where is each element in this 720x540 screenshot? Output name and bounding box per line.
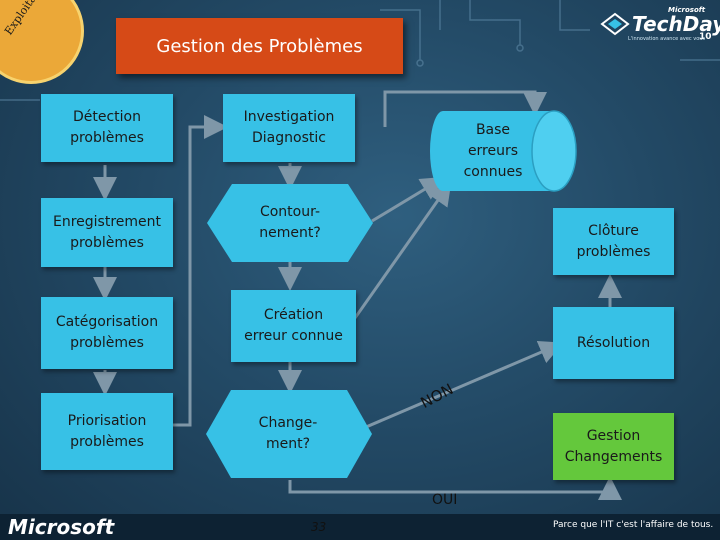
- decision-contournement-label: Contour- nement?: [259, 204, 321, 241]
- node-resolution: Résolution: [553, 307, 674, 379]
- node-enregistrement-label: Enregistrement problèmes: [52, 213, 161, 251]
- techdays-swirl-icon: [600, 12, 630, 36]
- node-base-erreurs: Base erreurs connues: [450, 113, 536, 189]
- node-priorisation-label: Priorisation problèmes: [67, 412, 147, 450]
- node-detection: Détection problèmes: [41, 94, 173, 162]
- edge-label-oui: OUI: [432, 492, 458, 508]
- page-title: Gestion des Problèmes: [116, 18, 403, 74]
- node-cloture: Clôture problèmes: [553, 208, 674, 275]
- node-base-erreurs-label: Base erreurs connues: [463, 121, 523, 180]
- decision-contournement-shape: [207, 184, 373, 262]
- arrow-changement-gestion: [288, 476, 622, 500]
- logo-name: TechDays: [632, 12, 720, 36]
- decision-changement-shape: [206, 390, 372, 478]
- node-creation-label: Création erreur connue: [244, 307, 343, 344]
- decision-contournement: Contour- nement?: [230, 190, 350, 256]
- node-priorisation: Priorisation problèmes: [41, 393, 173, 470]
- node-detection-label: Détection problèmes: [70, 109, 144, 146]
- decision-changement-label: Change- ment?: [258, 415, 318, 452]
- arrow-investigation-base: [383, 90, 547, 127]
- logo-tagline: L'innovation avance avec vous: [628, 36, 706, 42]
- logo-brand: Microsoft: [668, 6, 706, 14]
- footer-bar: [0, 514, 720, 540]
- node-gestion-changements: Gestion Changements: [553, 413, 674, 480]
- node-cloture-label: Clôture problèmes: [576, 222, 651, 260]
- node-investigation: Investigation Diagnostic: [223, 94, 355, 162]
- node-investigation-label: Investigation Diagnostic: [243, 109, 335, 146]
- footer-tagline: Parce que l'IT c'est l'affaire de tous.: [553, 520, 714, 530]
- decision-changement: Change- ment?: [228, 396, 348, 472]
- node-categorisation-label: Catégorisation problèmes: [55, 314, 159, 351]
- database-cylinder-shape: [430, 110, 577, 192]
- arrow-priorisation-investigation: [170, 115, 228, 427]
- node-gestion-changements-label: Gestion Changements: [564, 427, 663, 465]
- arrow-creation-base: [353, 181, 452, 319]
- logo-year: 10: [699, 32, 712, 42]
- node-categorisation: Catégorisation problèmes: [41, 297, 173, 369]
- microsoft-logo: Microsoft: [8, 515, 115, 539]
- node-creation: Création erreur connue: [231, 290, 356, 362]
- node-resolution-label: Résolution: [576, 334, 651, 351]
- arrow-changement-resolution: [351, 341, 564, 435]
- node-enregistrement: Enregistrement problèmes: [41, 198, 173, 267]
- techdays-logo: Microsoft TechDays 10 L'innovation avanc…: [598, 6, 720, 46]
- page-number: 33: [311, 520, 327, 534]
